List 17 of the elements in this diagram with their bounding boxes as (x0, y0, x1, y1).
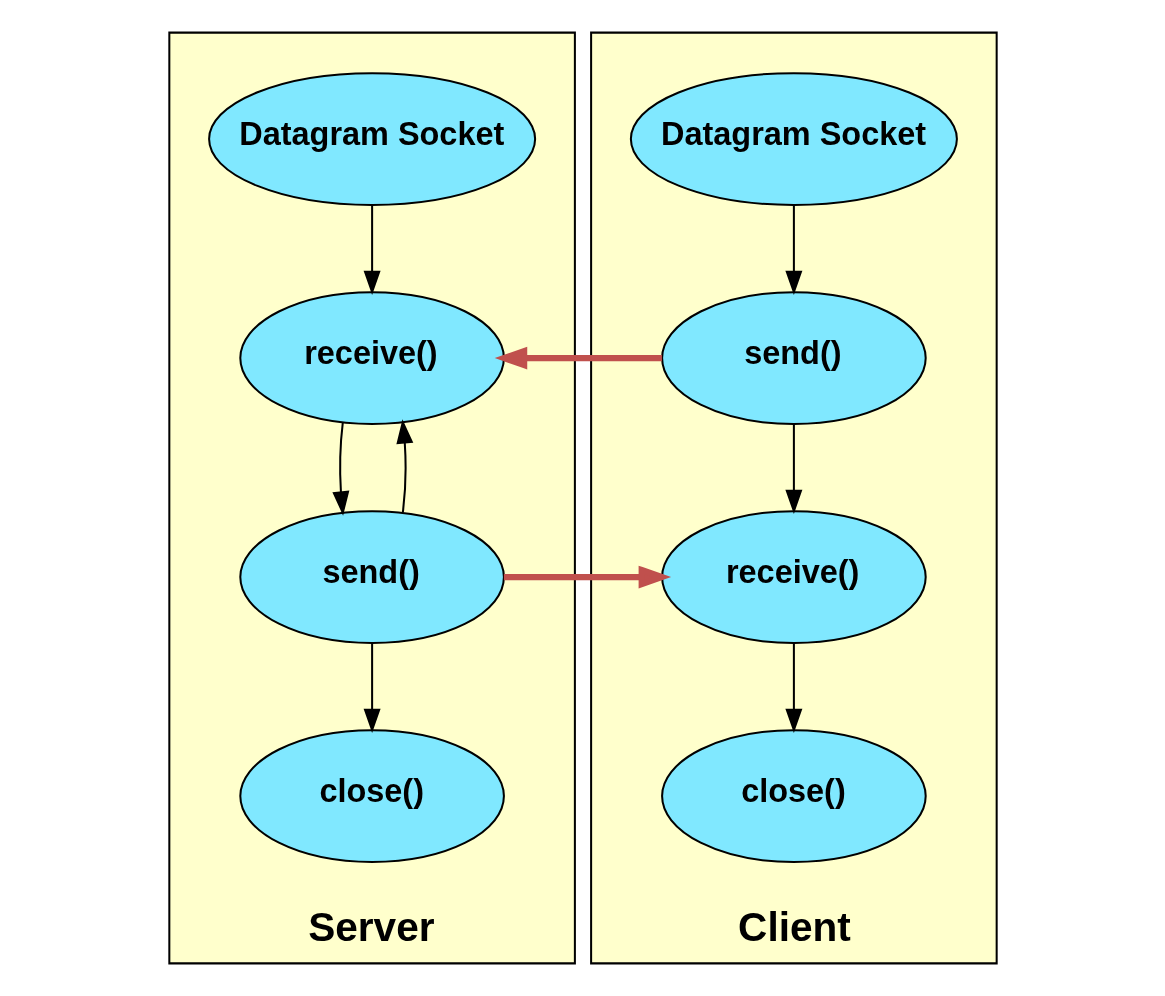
node-ellipse: receive() (238, 291, 505, 425)
node-ellipse: close() (238, 729, 505, 863)
arrow (363, 643, 381, 734)
arrow (395, 419, 413, 513)
node-ellipse: send() (660, 291, 927, 425)
arrow (363, 205, 381, 296)
arrow (503, 565, 671, 589)
arrow (784, 643, 802, 734)
node-ellipse: receive() (660, 510, 927, 644)
arrow (331, 422, 349, 516)
arrow (784, 424, 802, 515)
node-ellipse: Datagram Socket (629, 72, 958, 206)
arrow (784, 205, 802, 296)
arrow (494, 346, 662, 370)
node-ellipse: Datagram Socket (207, 72, 536, 206)
node-ellipse: send() (238, 510, 505, 644)
node-ellipse: close() (660, 729, 927, 863)
